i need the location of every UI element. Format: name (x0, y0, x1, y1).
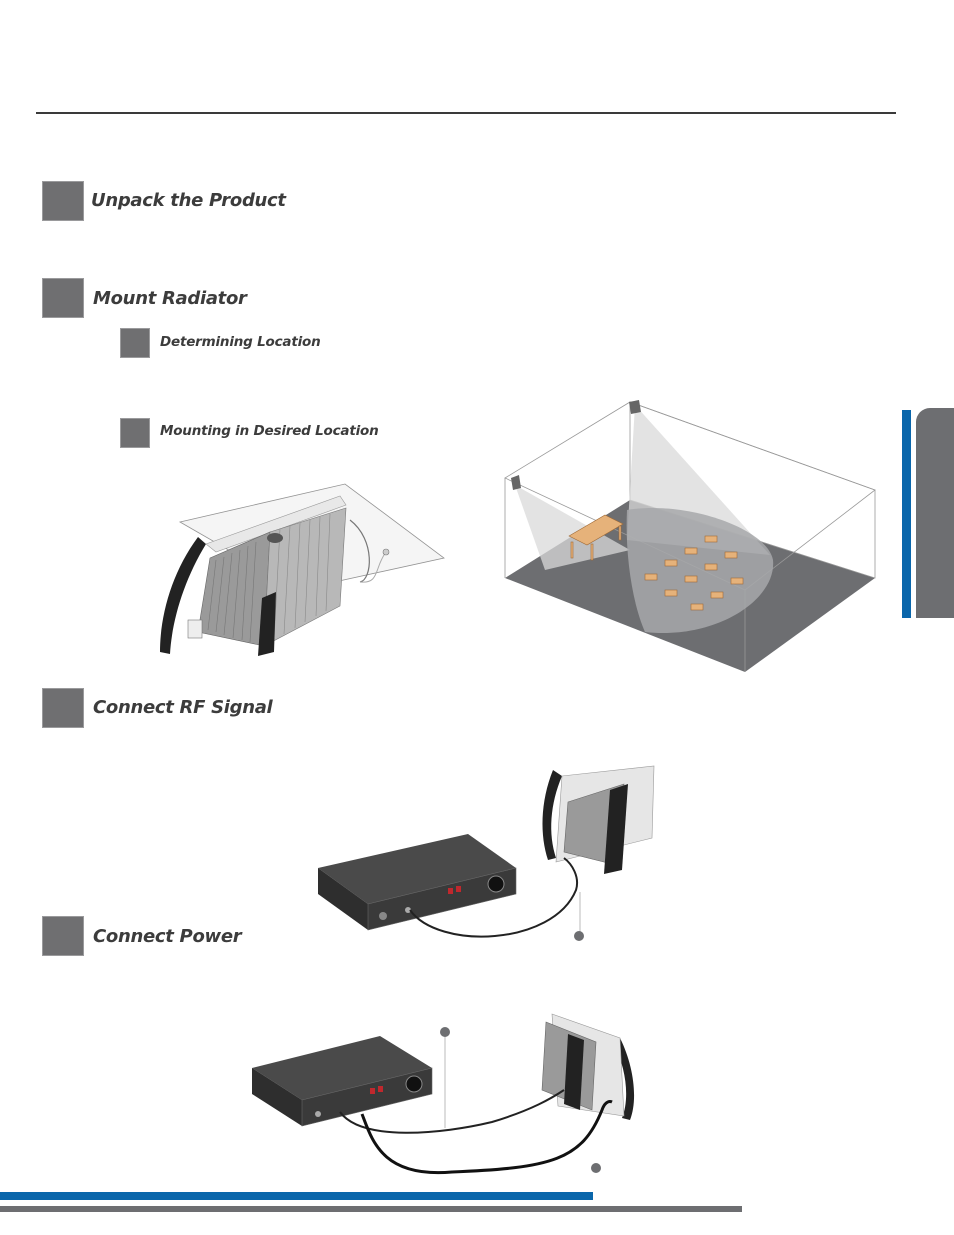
header-rule (36, 112, 896, 114)
step-2-heading: Mount Radiator (93, 288, 247, 309)
step-4-marker (42, 916, 84, 956)
substep-a-marker (120, 328, 150, 358)
step-1-marker (42, 181, 84, 221)
footer-rule (0, 1206, 742, 1212)
ceiling-mount-radiator-icon (160, 483, 445, 656)
step-3-marker (42, 688, 84, 728)
rf-signal-connection-icon (318, 765, 655, 941)
step-3-heading: Connect RF Signal (93, 697, 273, 718)
step-4-heading: Connect Power (93, 926, 242, 947)
substep-b-marker (120, 418, 150, 448)
substep-b-heading: Mounting in Desired Location (160, 423, 379, 439)
footer-accent-bar (0, 1192, 593, 1200)
room-coverage-diagram-icon (504, 400, 876, 672)
step-1-heading: Unpack the Product (91, 190, 286, 211)
power-connection-icon (252, 1013, 635, 1175)
substep-a-heading: Determining Location (160, 334, 321, 350)
step-2-marker (42, 278, 84, 318)
side-tab (916, 408, 954, 618)
side-tab-accent (902, 410, 911, 618)
